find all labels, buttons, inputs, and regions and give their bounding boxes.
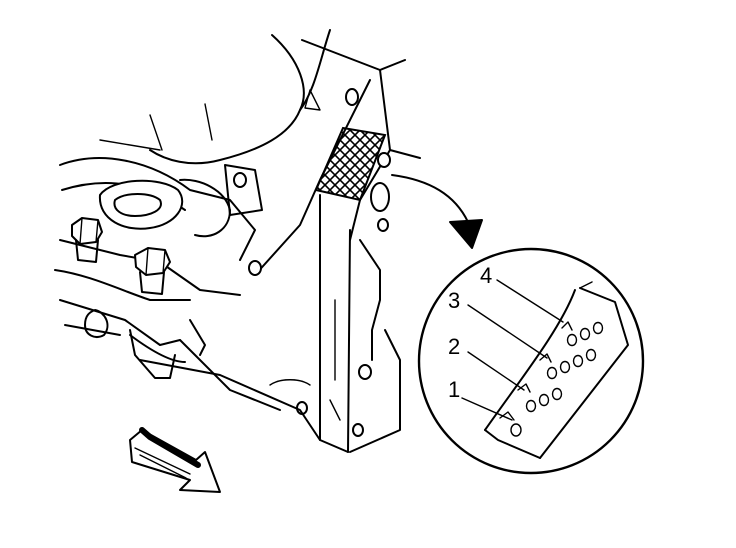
hatched-stamp-area: [314, 126, 387, 202]
bolt-hole: [358, 364, 372, 380]
callout-1: 1: [448, 377, 460, 402]
engine-block: [99, 29, 421, 453]
leader-line-4: [496, 279, 564, 323]
inset-circle: [417, 247, 645, 475]
bolt-hole: [233, 172, 247, 188]
bolt-hole: [248, 260, 262, 276]
stamp-digit-row-2: [525, 387, 563, 413]
exhaust-manifold: [54, 157, 263, 379]
detail-arrow: [391, 174, 483, 249]
stamp-digit-row-4: [566, 321, 604, 347]
bore-hole: [370, 182, 390, 212]
bolt-hole: [377, 218, 389, 232]
bolt-hole: [352, 423, 364, 437]
manifold-bolt: [134, 247, 171, 295]
stamp-digit-row-1: [510, 423, 522, 437]
leader-line-1: [461, 397, 513, 421]
manifold-port: [98, 179, 184, 230]
stamp-digit-row-3: [546, 348, 597, 380]
manifold-bolt: [71, 217, 103, 263]
bolt-hole: [345, 88, 359, 106]
callout-3: 3: [448, 288, 460, 313]
leader-line-2: [467, 351, 525, 391]
callout-2: 2: [448, 334, 460, 359]
callout-4: 4: [480, 263, 492, 288]
front-direction-arrow: [129, 427, 221, 493]
leader-line-3: [467, 304, 548, 359]
arrowhead-icon: [449, 219, 483, 249]
detail-inset: 1 2 3 4: [417, 247, 645, 475]
bolt-hole: [377, 152, 391, 168]
